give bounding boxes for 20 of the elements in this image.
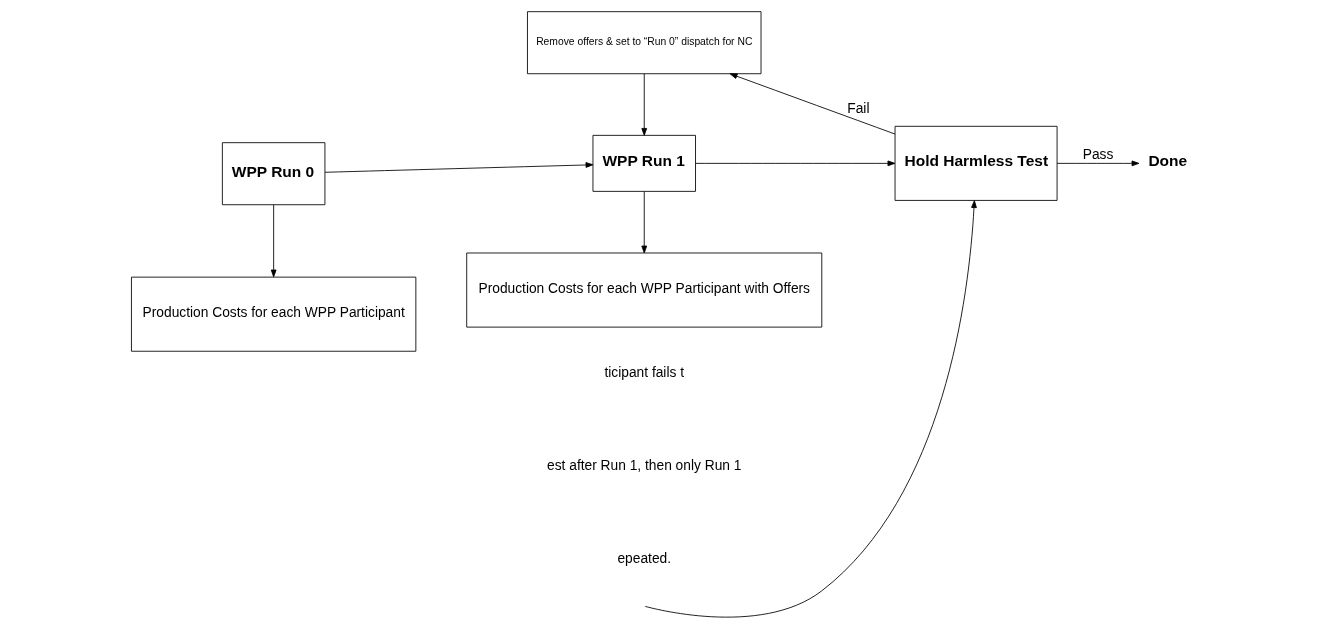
arrow xyxy=(324,162,594,173)
arrow xyxy=(695,160,896,167)
label: est after Run 1, then only Run 1 xyxy=(547,458,742,474)
label: epeated. xyxy=(617,551,672,567)
node-box: Remove offers & set to “Run 0” dispatch for NC xyxy=(527,11,762,75)
label: ticipant fails t xyxy=(604,364,685,380)
arrow xyxy=(1056,160,1140,167)
node-box: WPP Run 1 xyxy=(592,134,696,192)
node-box: WPP Run 0 xyxy=(221,142,326,206)
edge-label: Fail xyxy=(847,101,870,117)
arrow xyxy=(729,73,896,135)
node-text: Done xyxy=(1148,152,1188,170)
edge-label: Pass xyxy=(1082,146,1114,162)
arrow xyxy=(641,73,648,136)
node-box: Production Costs for each WPP Participant with Offers xyxy=(466,252,823,328)
arrow xyxy=(641,191,648,254)
arrow xyxy=(270,204,277,278)
node-box: Production Costs for each WPP Participant xyxy=(131,276,417,352)
arrow xyxy=(644,200,977,618)
node-box: Hold Harmless Test xyxy=(894,125,1058,201)
